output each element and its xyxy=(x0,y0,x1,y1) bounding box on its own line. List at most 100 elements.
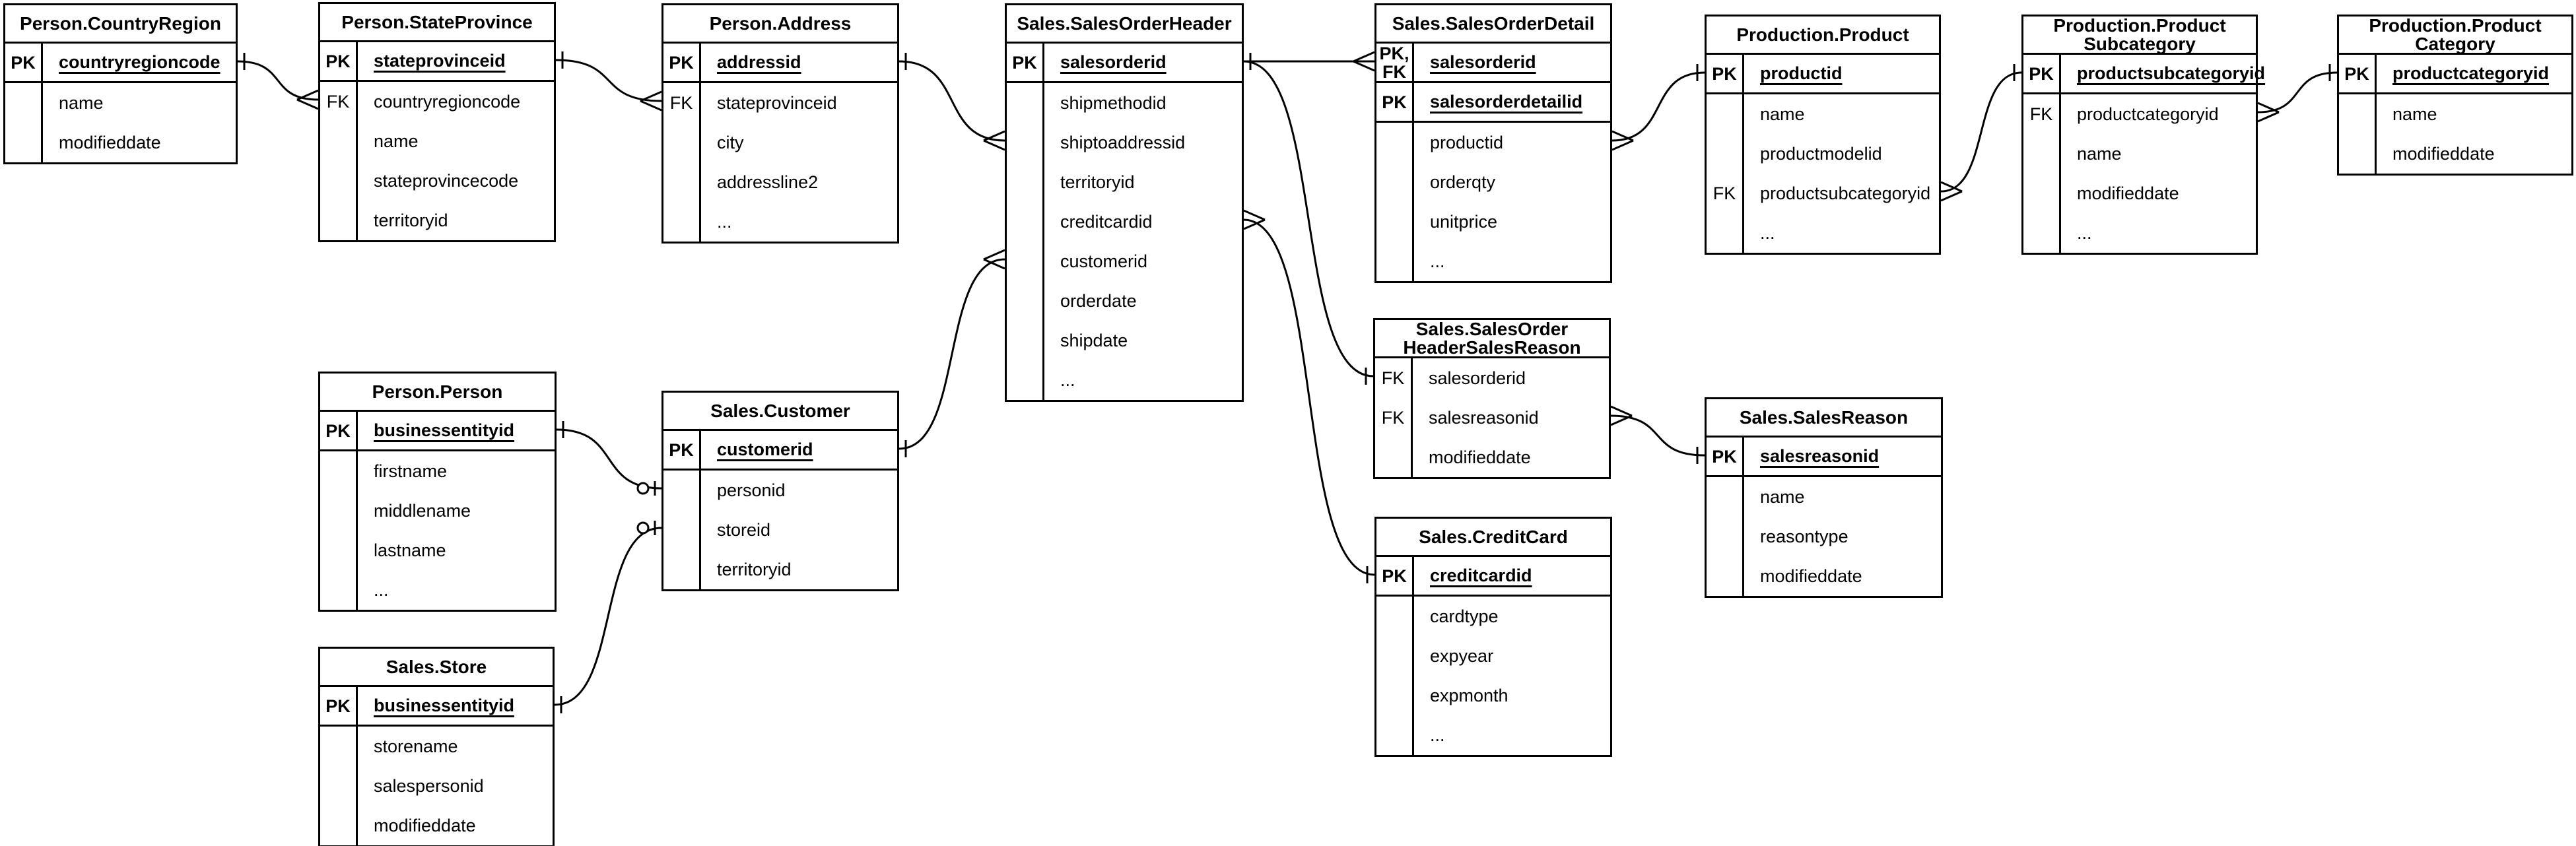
attribute-row: ... xyxy=(663,202,897,242)
attribute-row: FK salesorderid xyxy=(1375,358,1609,398)
key-label: PK, FK xyxy=(1376,44,1414,81)
attribute-row: name xyxy=(5,83,236,123)
attribute-row: ... xyxy=(1376,242,1610,281)
key-label xyxy=(2023,174,2061,213)
attribute-name: storeid xyxy=(717,519,771,540)
attribute-name: lastname xyxy=(374,540,446,560)
attribute-row: shipdate xyxy=(1007,321,1242,360)
primary-key-attribute: salesorderid xyxy=(1060,52,1167,72)
marker-line xyxy=(640,90,662,102)
marker-line xyxy=(296,89,319,101)
marker-line xyxy=(2257,111,2280,123)
key-label xyxy=(1007,162,1044,202)
attribute-row: cardtype xyxy=(1376,597,1610,636)
attribute-name: name xyxy=(2077,143,2122,164)
attribute-name: modifieddate xyxy=(1429,447,1531,467)
attribute-row: lastname xyxy=(320,531,555,570)
relationship-line xyxy=(898,60,1005,142)
attribute-row: PK creditcardid xyxy=(1376,557,1610,597)
attribute-name: name xyxy=(1760,486,1805,507)
attribute-name: shipmethodid xyxy=(1060,92,1167,113)
key-label xyxy=(1007,242,1044,281)
marker-line xyxy=(1243,218,1266,230)
attribute-name: productsubcategoryid xyxy=(1760,183,1931,203)
key-label xyxy=(1375,438,1413,477)
attribute-row: PK addressid xyxy=(663,44,897,83)
attribute-name: salesorderid xyxy=(1429,368,1526,388)
key-label xyxy=(320,806,358,845)
key-label xyxy=(1007,281,1044,321)
attribute-name: territoryid xyxy=(1060,172,1135,192)
marker-line xyxy=(983,130,1005,142)
key-label: PK xyxy=(1376,557,1414,595)
primary-key-attribute: creditcardid xyxy=(1430,566,1532,585)
attribute-name: creditcardid xyxy=(1060,211,1153,232)
entity-title: Sales.SalesOrder HeaderSalesReason xyxy=(1375,319,1609,358)
attribute-row: PK productcategoryid xyxy=(2339,55,2571,94)
attribute-name: ... xyxy=(1430,725,1445,745)
relationship-line xyxy=(237,60,319,101)
key-label: FK xyxy=(1375,358,1413,398)
marker-line xyxy=(983,249,1005,261)
attribute-row: expyear xyxy=(1376,636,1610,676)
attribute-row: modifieddate xyxy=(1375,438,1609,477)
key-label xyxy=(320,121,358,161)
key-label: PK xyxy=(1707,438,1744,475)
attribute-row: modifieddate xyxy=(5,123,236,162)
primary-key-attribute: salesorderid xyxy=(1430,52,1536,72)
primary-key-attribute: productcategoryid xyxy=(2392,63,2550,83)
attribute-row: unitprice xyxy=(1376,202,1610,242)
attribute-row: modifieddate xyxy=(2339,134,2571,174)
attribute-row: customerid xyxy=(1007,242,1242,281)
entity-title: Person.StateProvince xyxy=(320,4,554,42)
attribute-name: shiptoaddressid xyxy=(1060,132,1186,152)
marker-line xyxy=(983,139,1005,151)
attribute-row: ... xyxy=(320,570,555,610)
attribute-row: name xyxy=(1707,94,1939,134)
key-label: PK xyxy=(2339,55,2377,92)
attribute-row: expmonth xyxy=(1376,676,1610,715)
entity-title: Person.Person xyxy=(320,374,555,412)
attribute-name: addressline2 xyxy=(717,172,819,192)
attribute-row: city xyxy=(663,123,897,162)
key-label: PK xyxy=(663,44,701,81)
attribute-row: ... xyxy=(2023,213,2256,253)
key-label xyxy=(2339,134,2377,174)
primary-key-attribute: stateprovinceid xyxy=(374,51,506,71)
attribute-name: firstname xyxy=(374,461,448,481)
attribute-row: orderdate xyxy=(1007,281,1242,321)
key-label: PK xyxy=(1707,55,1744,92)
key-label xyxy=(1376,636,1414,676)
zero-cardinality-circle xyxy=(636,482,650,495)
relationship-line xyxy=(1243,60,1374,377)
key-label: PK xyxy=(663,431,701,469)
attribute-name: orderqty xyxy=(1430,172,1496,192)
marker-line xyxy=(1243,209,1266,221)
attribute-name: modifieddate xyxy=(2392,143,2495,164)
attribute-row: territoryid xyxy=(1007,162,1242,202)
marker-line xyxy=(1353,51,1375,63)
attribute-row: name xyxy=(1707,477,1941,517)
attribute-name: ... xyxy=(1060,370,1075,390)
primary-key-attribute: addressid xyxy=(717,52,801,72)
attribute-name: productcategoryid xyxy=(2077,104,2219,124)
attribute-row: reasontype xyxy=(1707,517,1941,556)
